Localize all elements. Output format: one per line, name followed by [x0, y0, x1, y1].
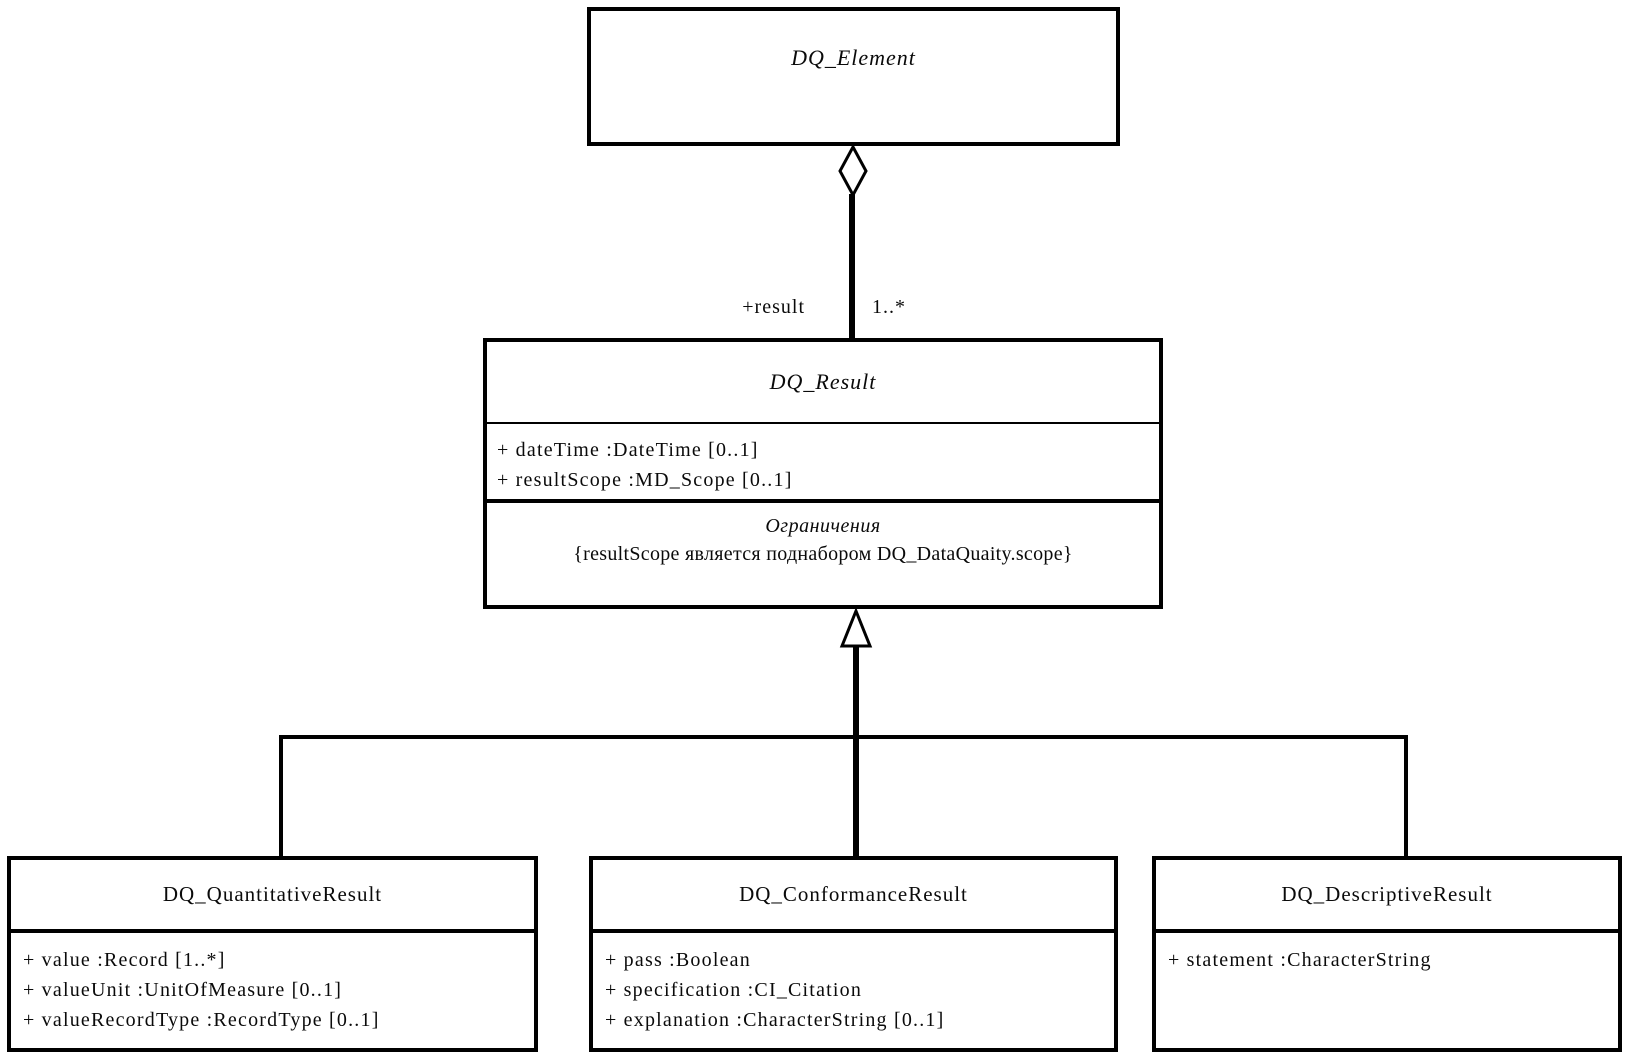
- connector-to-quantitative: [279, 735, 283, 856]
- dq-descriptiveresult-attributes: + statement :CharacterString: [1156, 933, 1618, 975]
- attribute-pass: + pass :Boolean: [605, 949, 751, 971]
- dq-conformanceresult-attributes: + pass :Boolean + specification :CI_Cita…: [593, 933, 1114, 1035]
- generalization-horizontal-line: [279, 735, 1408, 739]
- class-name-dq-descriptiveresult: DQ_DescriptiveResult: [1281, 882, 1493, 906]
- class-box-dq-element: DQ_Element: [587, 7, 1120, 146]
- association-role-label: +result: [742, 296, 805, 318]
- class-name-dq-quantitativeresult: DQ_QuantitativeResult: [162, 882, 383, 906]
- constraint-rule: {resultScope является поднабором DQ_Data…: [573, 543, 1073, 565]
- dq-quantitativeresult-attributes: + value :Record [1..*] + valueUnit :Unit…: [11, 933, 534, 1035]
- class-name-dq-result: DQ_Result: [487, 342, 1159, 424]
- connector-to-descriptive: [1404, 735, 1408, 856]
- attribute-value: + value :Record [1..*]: [23, 949, 226, 971]
- class-name-dq-conformanceresult: DQ_ConformanceResult: [739, 882, 968, 906]
- association-line: [849, 194, 855, 340]
- generalization-trunk-line: [853, 645, 859, 856]
- class-box-dq-descriptiveresult: DQ_DescriptiveResult + statement :Charac…: [1152, 856, 1622, 1052]
- dq-result-attributes: + dateTime :DateTime [0..1] + resultScop…: [487, 424, 1159, 503]
- constraints-heading: Ограничения: [765, 515, 881, 537]
- attribute-valuerecordtype: + valueRecordType :RecordType [0..1]: [23, 1009, 380, 1031]
- class-box-dq-conformanceresult: DQ_ConformanceResult + pass :Boolean + s…: [589, 856, 1118, 1052]
- class-name-dq-element: DQ_Element: [791, 45, 916, 70]
- attribute-explanation: + explanation :CharacterString [0..1]: [605, 1009, 945, 1031]
- class-box-dq-quantitativeresult: DQ_QuantitativeResult + value :Record [1…: [7, 856, 538, 1052]
- association-multiplicity-label: 1..*: [872, 296, 906, 318]
- attribute-datetime: + dateTime :DateTime [0..1]: [497, 439, 759, 461]
- class-box-dq-result: DQ_Result + dateTime :DateTime [0..1] + …: [483, 338, 1163, 609]
- dq-result-constraints: Ограничения {resultScope является поднаб…: [487, 503, 1159, 566]
- attribute-valueunit: + valueUnit :UnitOfMeasure [0..1]: [23, 979, 343, 1001]
- attribute-specification: + specification :CI_Citation: [605, 979, 863, 1001]
- attribute-resultscope: + resultScope :MD_Scope [0..1]: [497, 469, 793, 491]
- aggregation-diamond-icon: [838, 144, 868, 198]
- generalization-arrow-icon: [839, 609, 873, 648]
- attribute-statement: + statement :CharacterString: [1168, 949, 1432, 971]
